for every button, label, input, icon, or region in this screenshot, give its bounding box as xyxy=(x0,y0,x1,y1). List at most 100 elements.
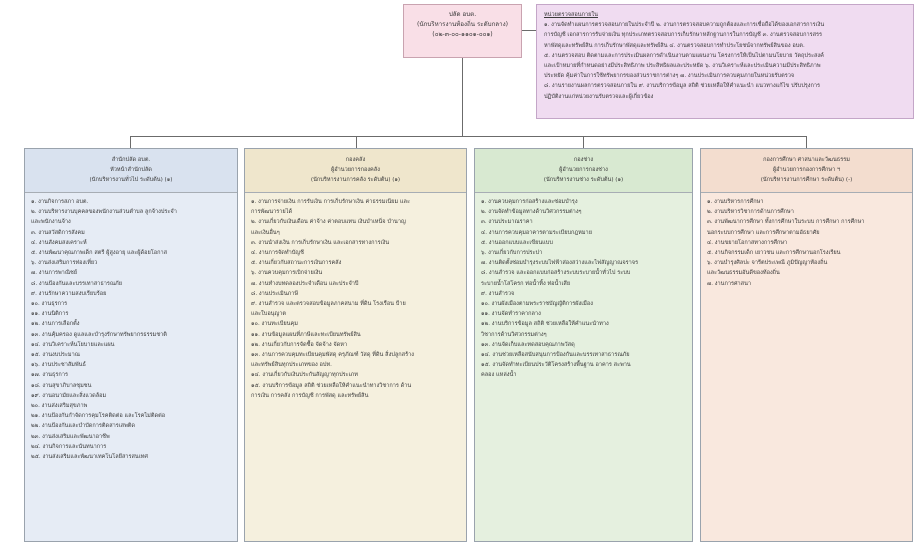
duty-item: ๓. งานนำส่งเงิน การเก็บรักษาเงิน และเอกส… xyxy=(251,239,390,246)
duty-item: ๕. งานออกแบบและเขียนแบบ xyxy=(481,239,553,246)
duty-item: ๑๓. งานจัดเก็บและทดสอบคุณภาพวัสดุ xyxy=(481,341,575,348)
audit-line: การบัญชี เอกสารการรับจ่ายเงิน ทุกประเภทต… xyxy=(544,32,823,39)
duty-item: ๑๕. งานจัดทำทะเบียนประวัติโครงสร้างพื้นฐ… xyxy=(481,362,631,369)
duty-item: และใบอนุญาต xyxy=(251,311,287,318)
duty-item: ๙. งานสำรวจ xyxy=(481,290,515,297)
division-head-position: (นักบริหารงานช่าง ระดับต้น) (๑) xyxy=(543,177,624,183)
duty-item: ๑. งานกิจการสภา อบต. xyxy=(31,199,89,205)
duty-item: ๑๘. งานสุขาภิบาลชุมชน xyxy=(31,382,92,389)
division-office-of-chief: สำนักปลัด อบต. หัวหน้าสำนักปลัด (นักบริห… xyxy=(24,148,238,542)
duty-item: ๑๓. งานการควบคุมทะเบียนคุมพัสดุ ครุภัณฑ์… xyxy=(251,352,414,359)
internal-audit-box: หน่วยตรวจสอบภายใน ๑. งานจัดทำแผนการตรวจส… xyxy=(536,4,914,119)
duty-item: ๒. งานบริหารงานบุคคลของพนักงานส่วนตำบล ล… xyxy=(31,209,177,216)
connector-col3 xyxy=(583,136,584,148)
duty-item: ๑๐. งานธุรการ xyxy=(31,301,68,308)
chief-position: (นักบริหารงานท้องถิ่น ระดับกลาง) xyxy=(416,21,509,28)
duty-item: ๗. งานทำงบทดลองประจำเดือน และประจำปี xyxy=(251,280,359,287)
division-finance: กองคลัง ผู้อำนวยการกองคลัง (นักบริหารงาน… xyxy=(244,148,467,542)
duty-item: ๔. งานการจัดทำบัญชี xyxy=(251,250,304,257)
duty-item: ๑๕. งานบริการข้อมูล สถิติ ช่วยเหลือให้คำ… xyxy=(251,382,412,389)
chief-code: (๐๒-๓-๐๐-๑๑๐๑-๐๐๑) xyxy=(432,31,493,38)
duty-item: ๓. งานพัฒนาการศึกษา ทั้งการศึกษาในระบบ ก… xyxy=(707,219,865,226)
duty-item: ๗. งานการศาสนา xyxy=(707,280,752,287)
duty-item: ๖. งานเกี่ยวกับการประปา xyxy=(481,250,543,257)
audit-line: ๘. งานรายงานผลการตรวจสอบภายใน ๙. งานบริก… xyxy=(544,83,821,90)
duty-item: ๑๑. งานจัดทำราคากลาง xyxy=(481,311,541,318)
chief-title: ปลัด อบต. xyxy=(448,11,477,18)
duty-item: นอกระบบการศึกษา และการศึกษาตามอัธยาศัย xyxy=(707,229,820,236)
duty-item: ๒๔. งานกิจการและนันทนาการ xyxy=(31,443,107,450)
audit-line: ปฏิบัติงานแก่หน่วยงานรับตรวจและผู้เกี่ยว… xyxy=(544,93,654,100)
duty-item: ๖. งานควบคุมการเบิกจ่ายเงิน xyxy=(251,270,323,277)
duty-item: ๑๑. งานข้อมูลแผนที่ภาษีและทะเบียนทรัพย์ส… xyxy=(251,331,361,338)
duty-item: ๒. งานเกี่ยวกับเงินเดือน ค่าจ้าง ค่าตอบแ… xyxy=(251,219,406,226)
duty-item: ๑๐. งานทะเบียนคุม xyxy=(251,321,298,328)
duty-item: ๑๒. งานเกี่ยวกับการจัดซื้อ จัดจ้าง จัดหา xyxy=(251,341,348,348)
connector-horizontal xyxy=(130,136,807,137)
duty-item: ๑๓. งานคุ้มครอง ดูแลและบำรุงรักษาทรัพยาก… xyxy=(31,331,167,338)
division-name: กองคลัง xyxy=(345,157,366,163)
duty-item: ๘. งานประเมินภาษี xyxy=(251,290,299,297)
duty-item: ๒๓. งานส่งเสริมและพัฒนาอาชีพ xyxy=(31,433,110,440)
duty-item: ๙. งานสำรวจ และตรวจสอบข้อมูลภาคสนาม ที่ด… xyxy=(251,301,406,308)
division-head-title: ผู้อำนวยการกองช่าง xyxy=(559,167,608,173)
division-head-title: ผู้อำนวยการกองการศึกษา ฯ xyxy=(772,167,841,173)
division-head-title: ผู้อำนวยการกองคลัง xyxy=(331,167,380,173)
duty-item: ๕. งานเกี่ยวกับสถานะการเงินการคลัง xyxy=(251,260,342,267)
duty-item: ๑๕. งานงบประมาณ xyxy=(31,352,80,359)
audit-line: ประหยัด คุ้มค่าในการใช้ทรัพยากรของส่วนรา… xyxy=(544,73,795,80)
audit-line: และเป้าหมายที่กำหนดอย่างมีประสิทธิภาพ ปร… xyxy=(544,63,821,70)
division-engineering: กองช่าง ผู้อำนวยการกองช่าง (นักบริหารงาน… xyxy=(474,148,693,542)
duty-item: และเงินอื่นๆ xyxy=(251,229,280,236)
duty-item: ๑๒. งานบริการข้อมูล สถิติ ช่วยเหลือให้คำ… xyxy=(481,321,609,328)
connector-col4 xyxy=(806,136,807,148)
duty-item: คลอง แหล่งน้ำ xyxy=(481,372,517,379)
duty-item: ๑. งานควบคุมการก่อสร้างและซ่อมบำรุง xyxy=(481,199,578,205)
duty-item: ๕. งานกิจกรรมเด็ก เยาวชน และการศึกษานอกโ… xyxy=(707,250,841,257)
duty-item: ๓. งานประมาณราคา xyxy=(481,219,533,226)
duty-item: ๑. งานการจ่ายเงิน การรับเงิน การเก็บรักษ… xyxy=(251,199,410,205)
duty-item: ๒. งานจัดทำข้อมูลทางด้านวิศวกรรมต่างๆ xyxy=(481,209,582,216)
duty-item: ๔. งานสังคมสงเคราะห์ xyxy=(31,239,87,246)
duty-item: ๑๒. งานการเลือกตั้ง xyxy=(31,321,80,328)
division-header: กองช่าง ผู้อำนวยการกองช่าง (นักบริหารงาน… xyxy=(475,149,692,193)
duty-item: และวัฒนธรรมอันดีของท้องถิ่น xyxy=(707,270,780,277)
duty-item: และทรัพย์สินทุกประเภทของ อปท. xyxy=(251,362,332,369)
duty-item: ๑๔. งานช่วยเหลือสนับสนุนการป้องกันและบรร… xyxy=(481,352,630,359)
duty-item: ๔. งานขยายโอกาสทางการศึกษา xyxy=(707,239,788,246)
duty-item: ระบายน้ำโสโครก ท่อน้ำทิ้ง ท่อน้ำเสีย xyxy=(481,280,571,287)
audit-line: ๑. งานจัดทำแผนการตรวจสอบภายในประจำปี ๒. … xyxy=(544,22,825,29)
duty-list: ๑. งานบริหารการศึกษา๒. งานบริหารวิชาการด… xyxy=(701,193,912,289)
duty-item: ๙. งานรักษาความสงบเรียบร้อย xyxy=(31,290,107,297)
duty-item: ๑๔. งานเกี่ยวกับเงินประกันสัญญาทุกประเภท xyxy=(251,372,358,379)
duty-item: ๖. งานบำรุงศิลปะ จารีตประเพณี ภูมิปัญญาท… xyxy=(707,260,828,267)
division-header: กองการศึกษา ศาสนาและวัฒนธรรม ผู้อำนวยการ… xyxy=(701,149,912,193)
duty-item: วิชาการด้านวิศวกรรมต่างๆ xyxy=(481,331,547,338)
duty-item: ๘. งานสำรวจ และออกแบบก่อสร้างระบบระบายน้… xyxy=(481,270,631,277)
duty-item: ๗. งานการพาณิชย์ xyxy=(31,270,78,277)
duty-item: ๓. งานสวัสดิการสังคม xyxy=(31,229,85,236)
division-head-position: (นักบริหารงานการคลัง ระดับต้น) (๑) xyxy=(310,177,401,183)
duty-item: ๑๐. งานผังเมืองตามพระราชบัญญัติการผังเมื… xyxy=(481,301,593,308)
division-header: กองคลัง ผู้อำนวยการกองคลัง (นักบริหารงาน… xyxy=(245,149,466,193)
duty-item: ๑. งานบริหารการศึกษา xyxy=(707,199,764,205)
duty-list: ๑. งานกิจการสภา อบต. ๒. งานบริหารงานบุคคล… xyxy=(25,193,237,462)
duty-item: ๗. งานติดตั้งซ่อมบำรุงระบบไฟฟ้าส่องสว่าง… xyxy=(481,260,639,267)
connector-chief-down xyxy=(462,58,463,136)
duty-list: ๑. งานการจ่ายเงิน การรับเงิน การเก็บรักษ… xyxy=(245,193,466,401)
internal-audit-title: หน่วยตรวจสอบภายใน xyxy=(544,12,598,18)
audit-line: หาพัสดุและทรัพย์สิน การเก็บรักษาพัสดุและ… xyxy=(544,42,805,49)
division-name: สำนักปลัด อบต. xyxy=(111,157,151,163)
duty-item: ๒๐. งานส่งเสริมสุขภาพ xyxy=(31,403,88,410)
connector-chief-audit xyxy=(522,30,536,31)
connector-col1 xyxy=(130,136,131,148)
division-name: กองช่าง xyxy=(573,157,594,163)
duty-item: ๑๗. งานธุรการ xyxy=(31,372,68,379)
duty-item: ๑๑. งานนิติการ xyxy=(31,311,69,318)
chief-administrator-box: ปลัด อบต. (นักบริหารงานท้องถิ่น ระดับกลา… xyxy=(403,4,522,58)
connector-col2 xyxy=(356,136,357,148)
division-header: สำนักปลัด อบต. หัวหน้าสำนักปลัด (นักบริห… xyxy=(25,149,237,193)
audit-line: ๕. งานตรวจสอบ ติดตามและการประเมินผลการดำ… xyxy=(544,52,824,59)
duty-item: การพัฒนารายได้ xyxy=(251,209,293,216)
duty-item: ๑๖. งานประชาสัมพันธ์ xyxy=(31,362,86,369)
